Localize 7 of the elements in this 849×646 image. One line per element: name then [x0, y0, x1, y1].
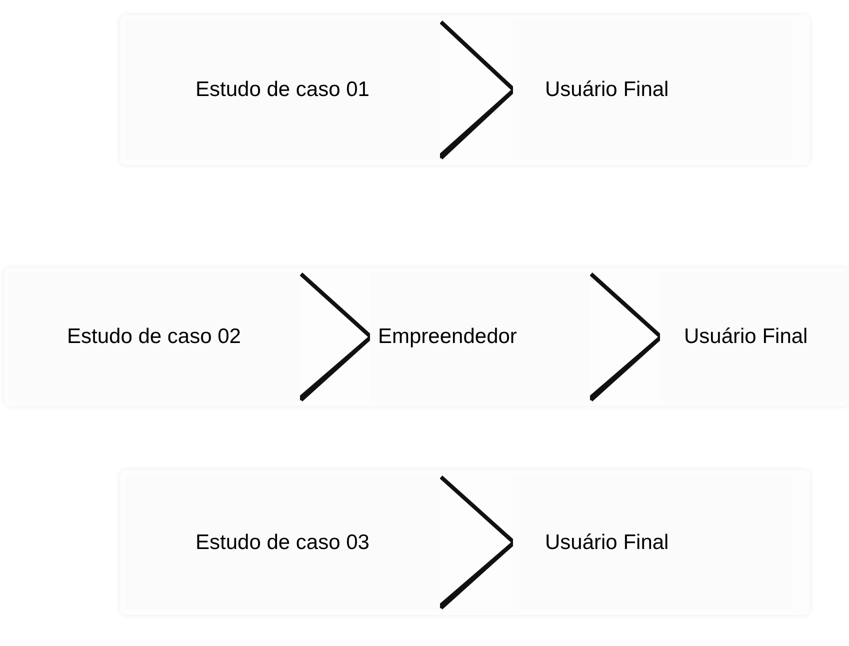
segment-label: Usuário Final — [545, 530, 669, 556]
segment-label: Usuário Final — [545, 77, 669, 104]
segment-label: Empreendedor — [378, 324, 517, 350]
segment-label: Estudo de caso 03 — [196, 530, 370, 556]
segment-label: Estudo de caso 01 — [196, 77, 370, 104]
segment-label: Usuário Final — [684, 324, 808, 350]
segment-label: Estudo de caso 02 — [67, 324, 241, 350]
